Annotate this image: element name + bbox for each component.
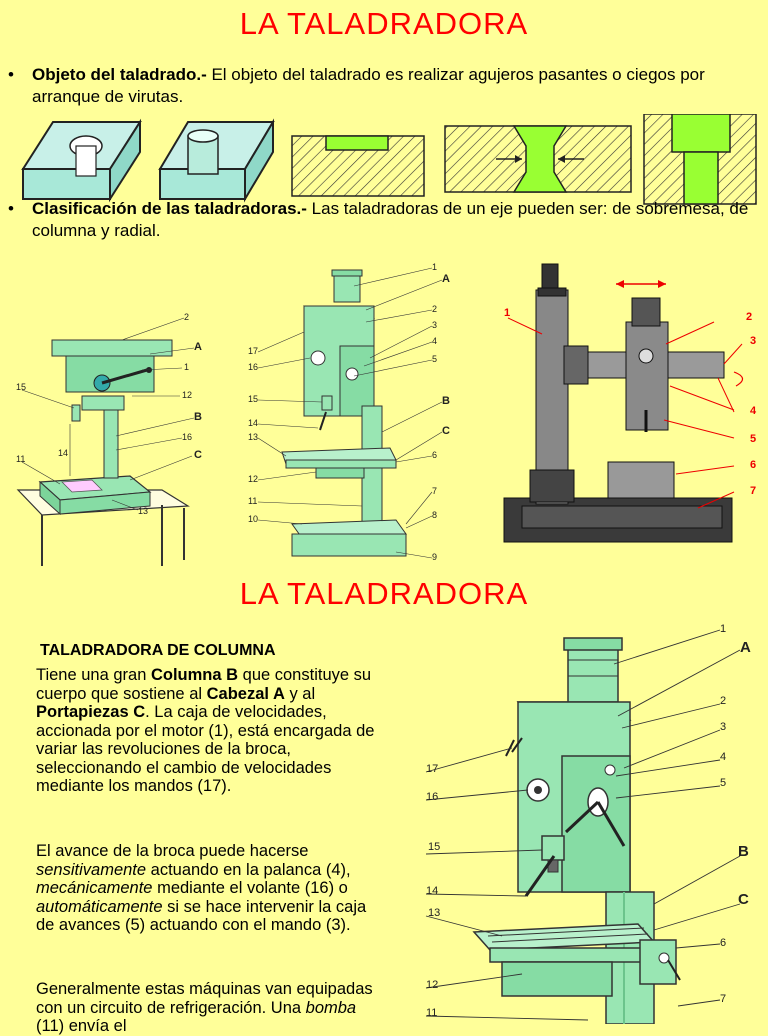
radial-label-3: 3: [750, 335, 756, 347]
col-label-14: 14: [248, 418, 258, 428]
big-label-2: 2: [720, 695, 726, 707]
col-label-C: C: [442, 425, 450, 437]
drilling-examples-figure: [21, 114, 757, 205]
bullet-clasificacion: • Clasificación de las taladradoras.- La…: [8, 198, 760, 242]
col-label-12: 12: [248, 474, 258, 484]
bullet-dot: •: [8, 65, 14, 84]
col-label-3: 3: [432, 320, 437, 330]
bench-label-1: 1: [184, 362, 189, 372]
col-label-7: 7: [432, 486, 437, 496]
bullet-dot: •: [8, 199, 14, 218]
bench-label-A: A: [194, 341, 202, 353]
p2-italic-2: mecánicamente: [36, 879, 153, 897]
p2-italic-1: sensitivamente: [36, 860, 147, 879]
bench-label-13: 13: [138, 506, 148, 516]
p3-italic-1: bomba: [305, 998, 357, 1017]
p1-text-2: que constituye su cuerpo que sostiene al: [36, 666, 372, 703]
big-label-5: 5: [720, 777, 726, 789]
p1-text-4: . La caja de velocidades, accionada por …: [36, 703, 375, 795]
radial-label-1: 1: [504, 307, 510, 319]
section-example-1: [291, 135, 425, 197]
bench-drill-figure: 2 A 1 12 B 16 C 15 14 11 13: [16, 312, 202, 566]
big-label-17: 17: [426, 763, 438, 775]
bench-label-2: 2: [184, 312, 189, 322]
radial-drill-figure: 1 2 3 4 5 6 7: [503, 263, 757, 543]
column-drill-figure: 1 A 2 3 4 5 17 16 15 14 B 13 C 6 12 7 11…: [248, 262, 450, 562]
slide1-title: LA TALADRADORA: [239, 6, 529, 41]
big-label-15: 15: [428, 841, 440, 853]
section-example-2: [444, 125, 632, 193]
bench-label-11: 11: [16, 454, 25, 464]
paragraph-refrigeracion: Generalmente estas máquinas van equipada…: [36, 980, 386, 1036]
bullet-objeto-text: El objeto del taladrado es realizar aguj…: [32, 65, 705, 106]
p1-bold-cabezal: Cabezal A: [206, 684, 285, 703]
section-heading: TALADRADORA DE COLUMNA: [40, 642, 276, 659]
section-example-3: [643, 114, 757, 205]
col-label-13: 13: [248, 432, 258, 442]
bench-label-14: 14: [58, 448, 68, 458]
big-label-12: 12: [426, 979, 438, 991]
p1-bold-portapiezas: Portapiezas C: [36, 703, 146, 721]
p1-bold-columna: Columna B: [150, 666, 239, 684]
p2-text-1: El avance de la broca puede hacerse: [36, 842, 309, 860]
bullet-clasificacion-heading: Clasificación de las taladradoras.-: [32, 199, 307, 218]
p3-text-2: (11) envía el: [36, 1017, 127, 1035]
col-label-A: A: [442, 273, 450, 285]
col-label-11: 11: [248, 496, 257, 506]
bullet-objeto-heading: Objeto del taladrado.-: [32, 65, 207, 84]
col-label-5: 5: [432, 354, 437, 364]
big-label-16: 16: [426, 791, 438, 803]
big-label-14: 14: [426, 885, 438, 897]
bench-label-B: B: [194, 411, 202, 423]
col-label-17: 17: [248, 346, 258, 356]
p2-italic-3: automáticamente: [36, 897, 163, 916]
big-label-13: 13: [428, 907, 440, 919]
radial-label-6: 6: [750, 459, 756, 471]
paragraph-columna: Tiene una gran Columna B que constituye …: [36, 666, 386, 796]
bench-label-12: 12: [182, 390, 192, 400]
big-label-1: 1: [720, 623, 726, 635]
p1-text-1: Tiene una gran: [36, 666, 151, 684]
col-label-B: B: [442, 395, 450, 407]
col-label-4: 4: [432, 336, 437, 346]
radial-label-4: 4: [750, 405, 757, 417]
paragraph-avance: El avance de la broca puede hacerse sens…: [36, 842, 386, 935]
p2-text-3: mediante el volante (16) o: [152, 879, 348, 897]
col-label-2: 2: [432, 304, 437, 314]
big-label-C: C: [738, 891, 749, 908]
col-label-1: 1: [432, 262, 437, 272]
p2-text-2: actuando en la palanca (4),: [146, 860, 351, 879]
big-label-6: 6: [720, 937, 726, 949]
bench-label-16: 16: [182, 432, 192, 442]
big-label-4: 4: [720, 751, 726, 763]
bench-label-15: 15: [16, 382, 26, 392]
big-label-7: 7: [720, 993, 726, 1005]
radial-label-7: 7: [750, 485, 756, 497]
radial-label-2: 2: [746, 311, 752, 323]
block-example-2: [158, 118, 275, 203]
col-label-9: 9: [432, 552, 437, 562]
col-label-6: 6: [432, 450, 437, 460]
slide2-title: LA TALADRADORA: [239, 576, 529, 611]
col-label-16: 16: [248, 362, 258, 372]
p3-text-1: Generalmente estas máquinas van equipada…: [36, 980, 373, 1017]
p1-text-3: y al: [284, 684, 316, 703]
big-label-B: B: [738, 843, 749, 860]
p2-text-4: si se hace intervenir la caja de avances…: [36, 897, 367, 935]
bullet-objeto: • Objeto del taladrado.- El objeto del t…: [8, 64, 760, 108]
big-label-3: 3: [720, 721, 726, 733]
col-label-15: 15: [248, 394, 258, 404]
large-column-drill-figure: 1 A 2 3 4 5 17 16 15 14 B 13 C 6 12 7 11: [425, 623, 751, 1024]
radial-label-5: 5: [750, 433, 756, 445]
col-label-8: 8: [432, 510, 437, 520]
block-example-1: [21, 118, 142, 203]
bullet-clasificacion-text: Las taladradoras de un eje pueden ser: d…: [32, 199, 749, 240]
big-label-11: 11: [426, 1007, 437, 1019]
big-label-A: A: [740, 639, 751, 656]
col-label-10: 10: [248, 514, 258, 524]
bench-label-C: C: [194, 449, 202, 461]
